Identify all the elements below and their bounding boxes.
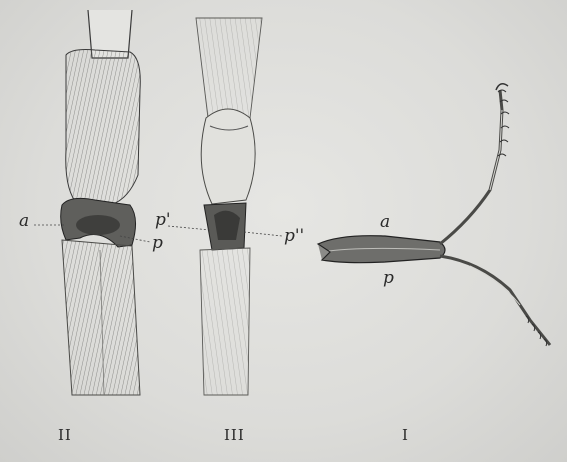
figure-ii-drawing <box>34 10 150 395</box>
figure-caption-iii: III <box>224 428 245 443</box>
fig2-label-a: a <box>19 213 29 230</box>
fig1-label-a: a <box>380 214 390 231</box>
figure-iii-drawing <box>168 18 282 395</box>
fig3-label-p-prime: p' <box>155 212 171 229</box>
fig1-label-p: p <box>383 270 394 287</box>
fig2-label-p: p <box>152 235 163 252</box>
figure-caption-ii: II <box>58 428 72 443</box>
fig3-label-p-double-prime: p'' <box>284 228 304 245</box>
figure-i-drawing <box>318 84 550 346</box>
figure-caption-i: I <box>402 428 409 443</box>
